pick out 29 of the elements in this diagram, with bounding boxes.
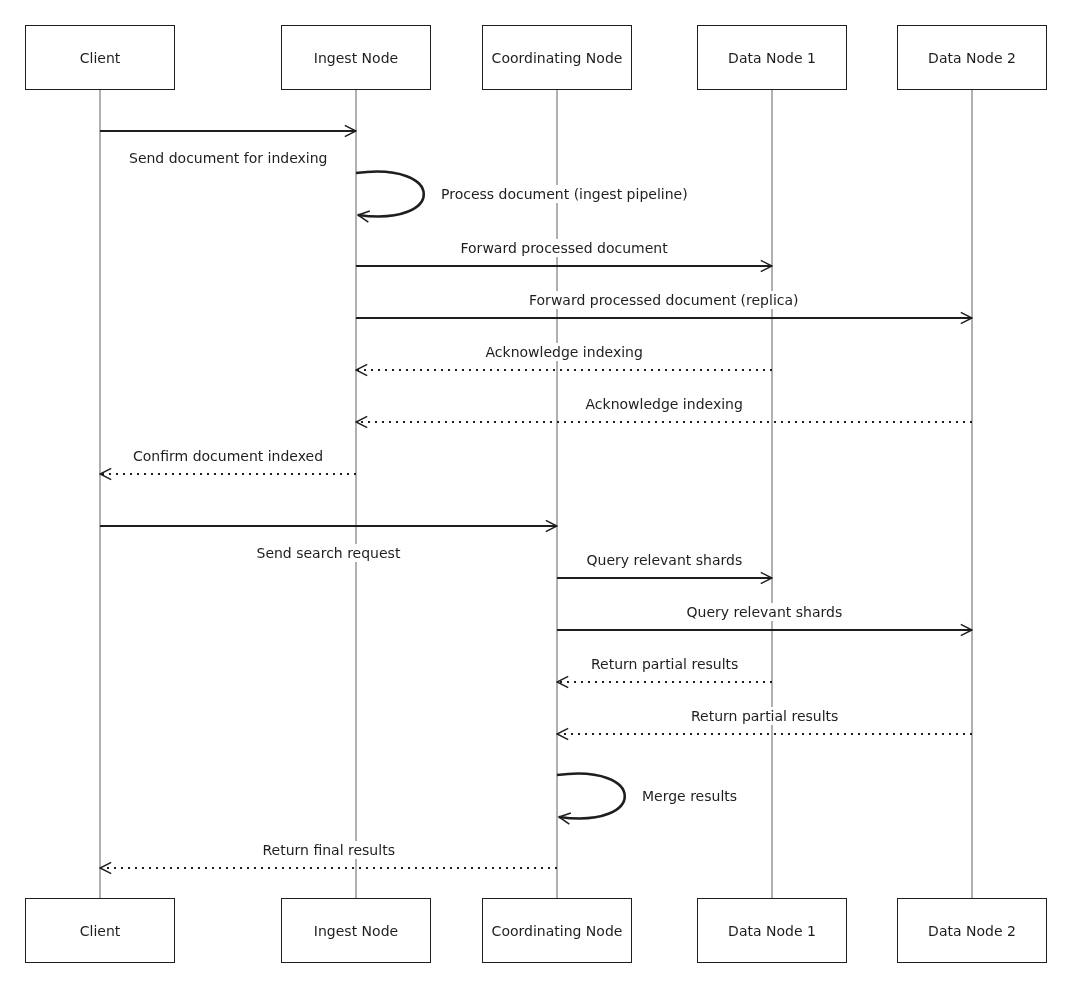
participant-box: Data Node 1 <box>697 898 847 963</box>
participant-box: Client <box>25 25 175 90</box>
message-arrow <box>556 571 773 585</box>
message-arrow <box>355 363 773 377</box>
participant-box: Coordinating Node <box>482 898 632 963</box>
lifeline <box>771 90 773 898</box>
message-arrow <box>556 623 973 637</box>
message-arrow <box>99 467 357 481</box>
lifeline <box>971 90 973 898</box>
message-arrow <box>99 124 357 138</box>
message-arrow <box>556 675 773 689</box>
message-arrow <box>355 259 773 273</box>
participant-box: Ingest Node <box>281 25 431 90</box>
participant-box: Data Node 2 <box>897 25 1047 90</box>
participant-box: Data Node 2 <box>897 898 1047 963</box>
participant-box: Ingest Node <box>281 898 431 963</box>
self-message-arrow <box>556 772 626 825</box>
lifeline <box>556 90 558 898</box>
lifeline <box>99 90 101 898</box>
message-arrow <box>355 415 973 429</box>
self-message-arrow <box>355 170 425 223</box>
message-arrow <box>99 861 558 875</box>
message-arrow <box>99 519 558 533</box>
lifeline <box>355 90 357 898</box>
message-arrow <box>355 311 973 325</box>
participant-box: Client <box>25 898 175 963</box>
message-arrow <box>556 727 973 741</box>
participant-box: Data Node 1 <box>697 25 847 90</box>
participant-box: Coordinating Node <box>482 25 632 90</box>
